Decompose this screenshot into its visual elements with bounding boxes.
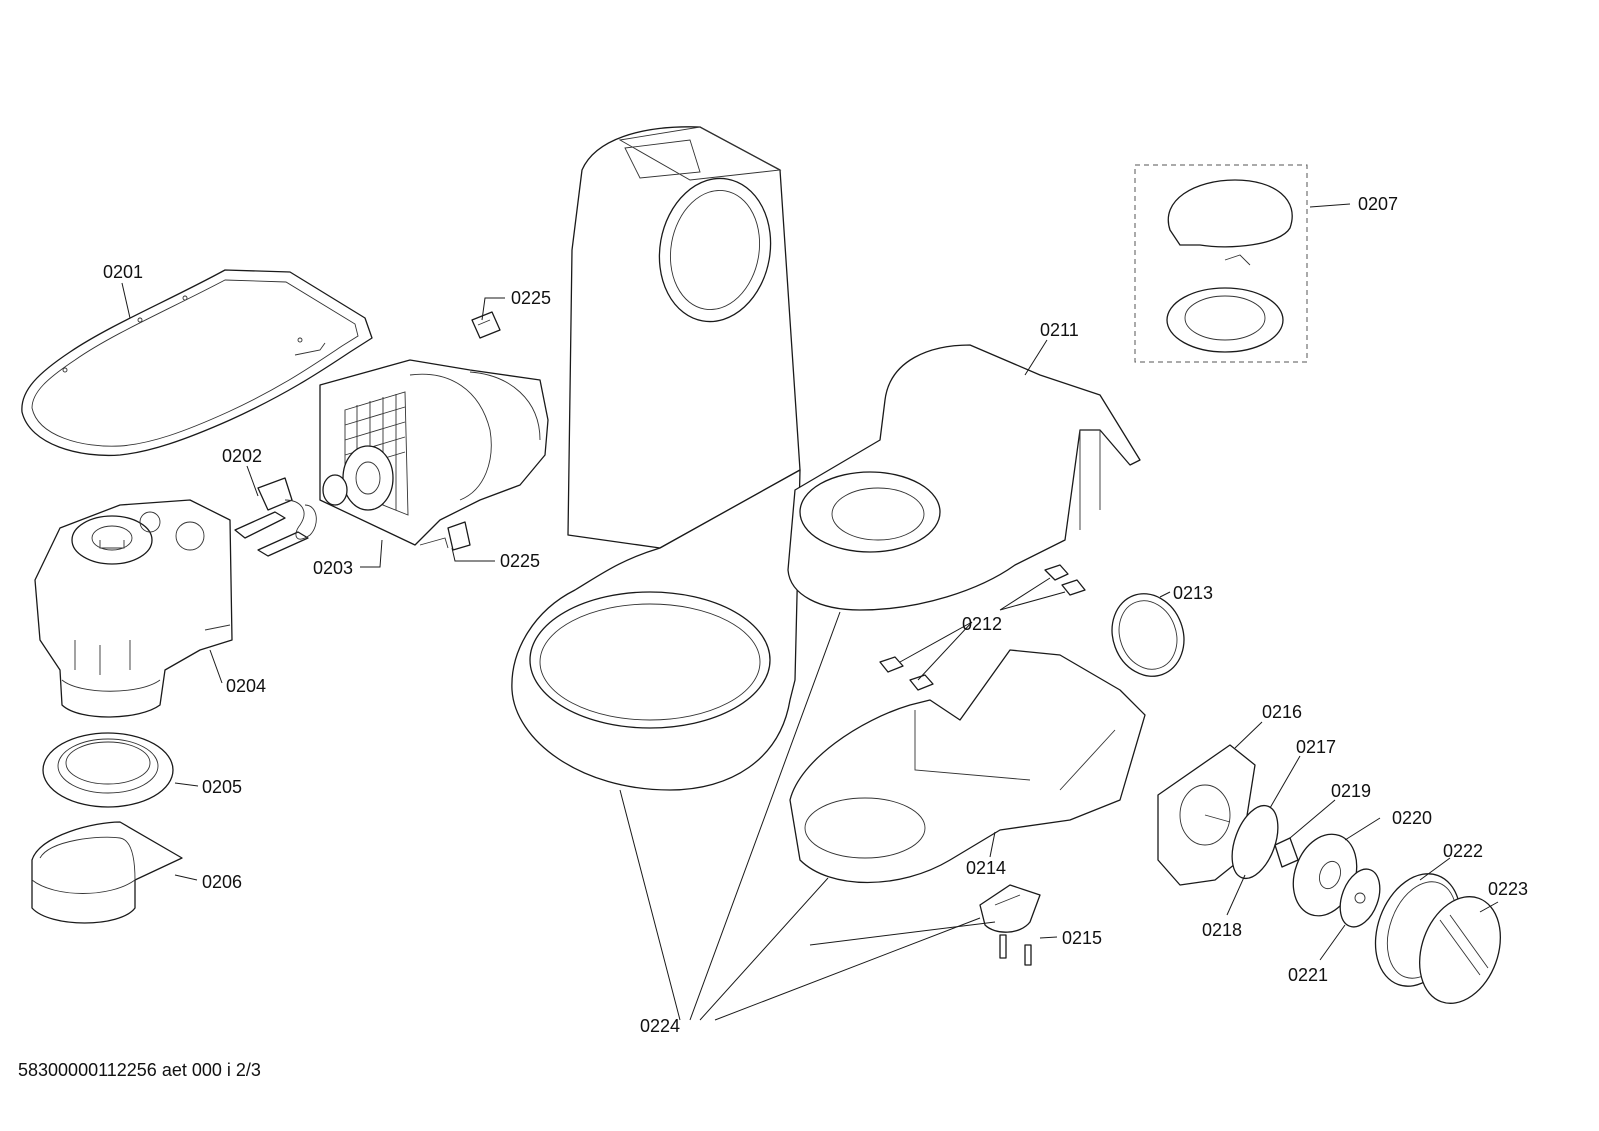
part-0219-clip [1274, 837, 1299, 868]
label-0223: 0223 [1488, 879, 1528, 899]
part-0211-head [787, 344, 1141, 611]
label-0201: 0201 [103, 262, 143, 282]
part-0214-lower-housing [789, 649, 1146, 884]
label-0204: 0204 [226, 676, 266, 696]
part-0201-gasket [21, 269, 373, 457]
leader-lines [121, 203, 1499, 1021]
part-0221-washer [1339, 868, 1381, 928]
label-0225-top: 0225 [511, 288, 551, 308]
part-0215-latch [979, 884, 1041, 966]
label-0224: 0224 [640, 1016, 680, 1036]
part-0224-body [511, 126, 801, 791]
part-0218-disc [1231, 804, 1279, 880]
label-0220: 0220 [1392, 808, 1432, 828]
label-0207: 0207 [1358, 194, 1398, 214]
label-0214: 0214 [966, 858, 1006, 878]
document-id-footer: 58300000112256 aet 000 i 2/3 [18, 1060, 261, 1080]
label-0216: 0216 [1262, 702, 1302, 722]
label-0212: 0212 [962, 614, 1002, 634]
label-0215: 0215 [1062, 928, 1102, 948]
part-0204-gearbox [34, 499, 233, 718]
label-0221: 0221 [1288, 965, 1328, 985]
label-0213: 0213 [1173, 583, 1213, 603]
part-0203-motor [319, 359, 549, 546]
label-0217: 0217 [1296, 737, 1336, 757]
part-0212-blocks [879, 564, 1086, 691]
part-0205-ring [42, 732, 174, 808]
label-0225-bottom: 0225 [500, 551, 540, 571]
label-0206: 0206 [202, 872, 242, 892]
part-0202-switch [234, 477, 317, 557]
part-0213-cap [1111, 593, 1185, 677]
part-0223-knob [1418, 896, 1502, 1004]
label-0222: 0222 [1443, 841, 1483, 861]
part-0216-plate [1157, 744, 1256, 886]
part-0206-guard [31, 821, 183, 924]
part-0225-brush-top [471, 311, 501, 339]
label-0219: 0219 [1331, 781, 1371, 801]
label-0203: 0203 [313, 558, 353, 578]
label-0211: 0211 [1040, 320, 1079, 340]
label-0218: 0218 [1202, 920, 1242, 940]
part-0207-lid-assembly [1134, 164, 1308, 363]
label-0202: 0202 [222, 446, 262, 466]
label-0205: 0205 [202, 777, 242, 797]
part-0225-brush-bottom [419, 521, 471, 551]
